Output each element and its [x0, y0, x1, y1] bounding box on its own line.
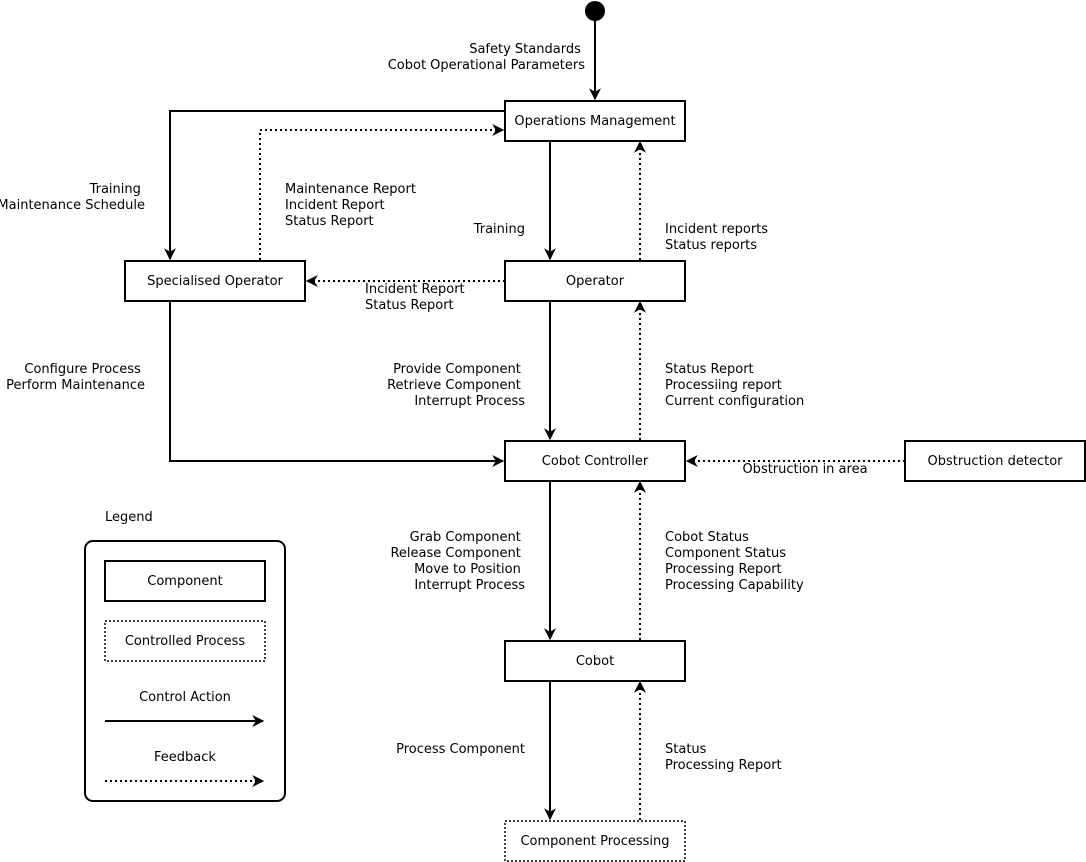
arrow-specialised-to-operations	[259, 124, 505, 260]
label-specialised-to-operations: Maintenance Report Incident Report Statu…	[285, 182, 420, 229]
node-obstruction-detector: Obstruction detector	[904, 440, 1086, 482]
label-processing-to-cobot: Status Processing Report	[665, 742, 782, 773]
legend-control-action: Control Action	[105, 690, 265, 727]
node-component-processing: Component Processing	[504, 820, 686, 862]
label-operations-to-specialised: Training Maintenance Schedule	[0, 182, 145, 213]
legend-component-swatch	[104, 560, 266, 602]
legend: Component Controlled Process Control Act…	[84, 540, 286, 802]
label-detector-to-controller: Obstruction in area	[742, 462, 867, 477]
label-controller-to-cobot: Grab Component Release Component Move to…	[390, 530, 525, 593]
legend-controlled-process-swatch	[104, 620, 266, 662]
arrow-operations-to-specialised	[164, 110, 505, 261]
label-operator-to-operations: Incident reports Status reports	[665, 222, 772, 253]
arrow-specialised-to-controller	[169, 301, 505, 467]
label-cobot-to-controller: Cobot Status Component Status Processing…	[665, 530, 804, 593]
legend-frame	[84, 540, 286, 802]
label-operator-to-specialised: Incident Report Status Report	[365, 282, 469, 313]
label-operator-to-controller: Provide Component Retrieve Component Int…	[387, 362, 525, 409]
start-node	[585, 1, 605, 21]
svg-text:Obstruction detector: Obstruction detector	[927, 454, 1063, 469]
svg-text:Component: Component	[147, 574, 222, 589]
legend-feedback: Feedback	[105, 750, 265, 787]
svg-text:Cobot Controller: Cobot Controller	[542, 454, 649, 469]
node-cobot-controller: Cobot Controller	[504, 440, 686, 482]
label-cobot-to-processing: Process Component	[396, 742, 525, 757]
label-controller-to-operator: Status Report Processiing report Current…	[665, 362, 804, 409]
legend-controlled-process: Controlled Process	[104, 620, 266, 662]
label-initial: Safety Standards Cobot Operational Param…	[388, 42, 586, 73]
node-operator: Operator	[504, 260, 686, 302]
svg-text:Operations Management: Operations Management	[514, 114, 675, 129]
svg-text:Feedback: Feedback	[154, 750, 216, 765]
label-operations-to-operator: Training	[473, 222, 525, 237]
svg-text:Operator: Operator	[566, 274, 625, 289]
svg-text:Specialised Operator: Specialised Operator	[147, 274, 283, 289]
node-cobot: Cobot	[504, 640, 686, 682]
svg-text:Component Processing: Component Processing	[520, 834, 669, 849]
legend-title: Legend	[105, 510, 153, 525]
node-operations-management: Operations Management	[504, 100, 686, 142]
svg-text:Controlled Process: Controlled Process	[125, 634, 246, 649]
node-specialised-operator: Specialised Operator	[124, 260, 306, 302]
label-specialised-to-controller: Configure Process Perform Maintenance	[6, 362, 145, 393]
svg-text:Control Action: Control Action	[139, 690, 231, 705]
svg-text:Cobot: Cobot	[576, 654, 614, 669]
legend-component: Component	[104, 560, 266, 602]
